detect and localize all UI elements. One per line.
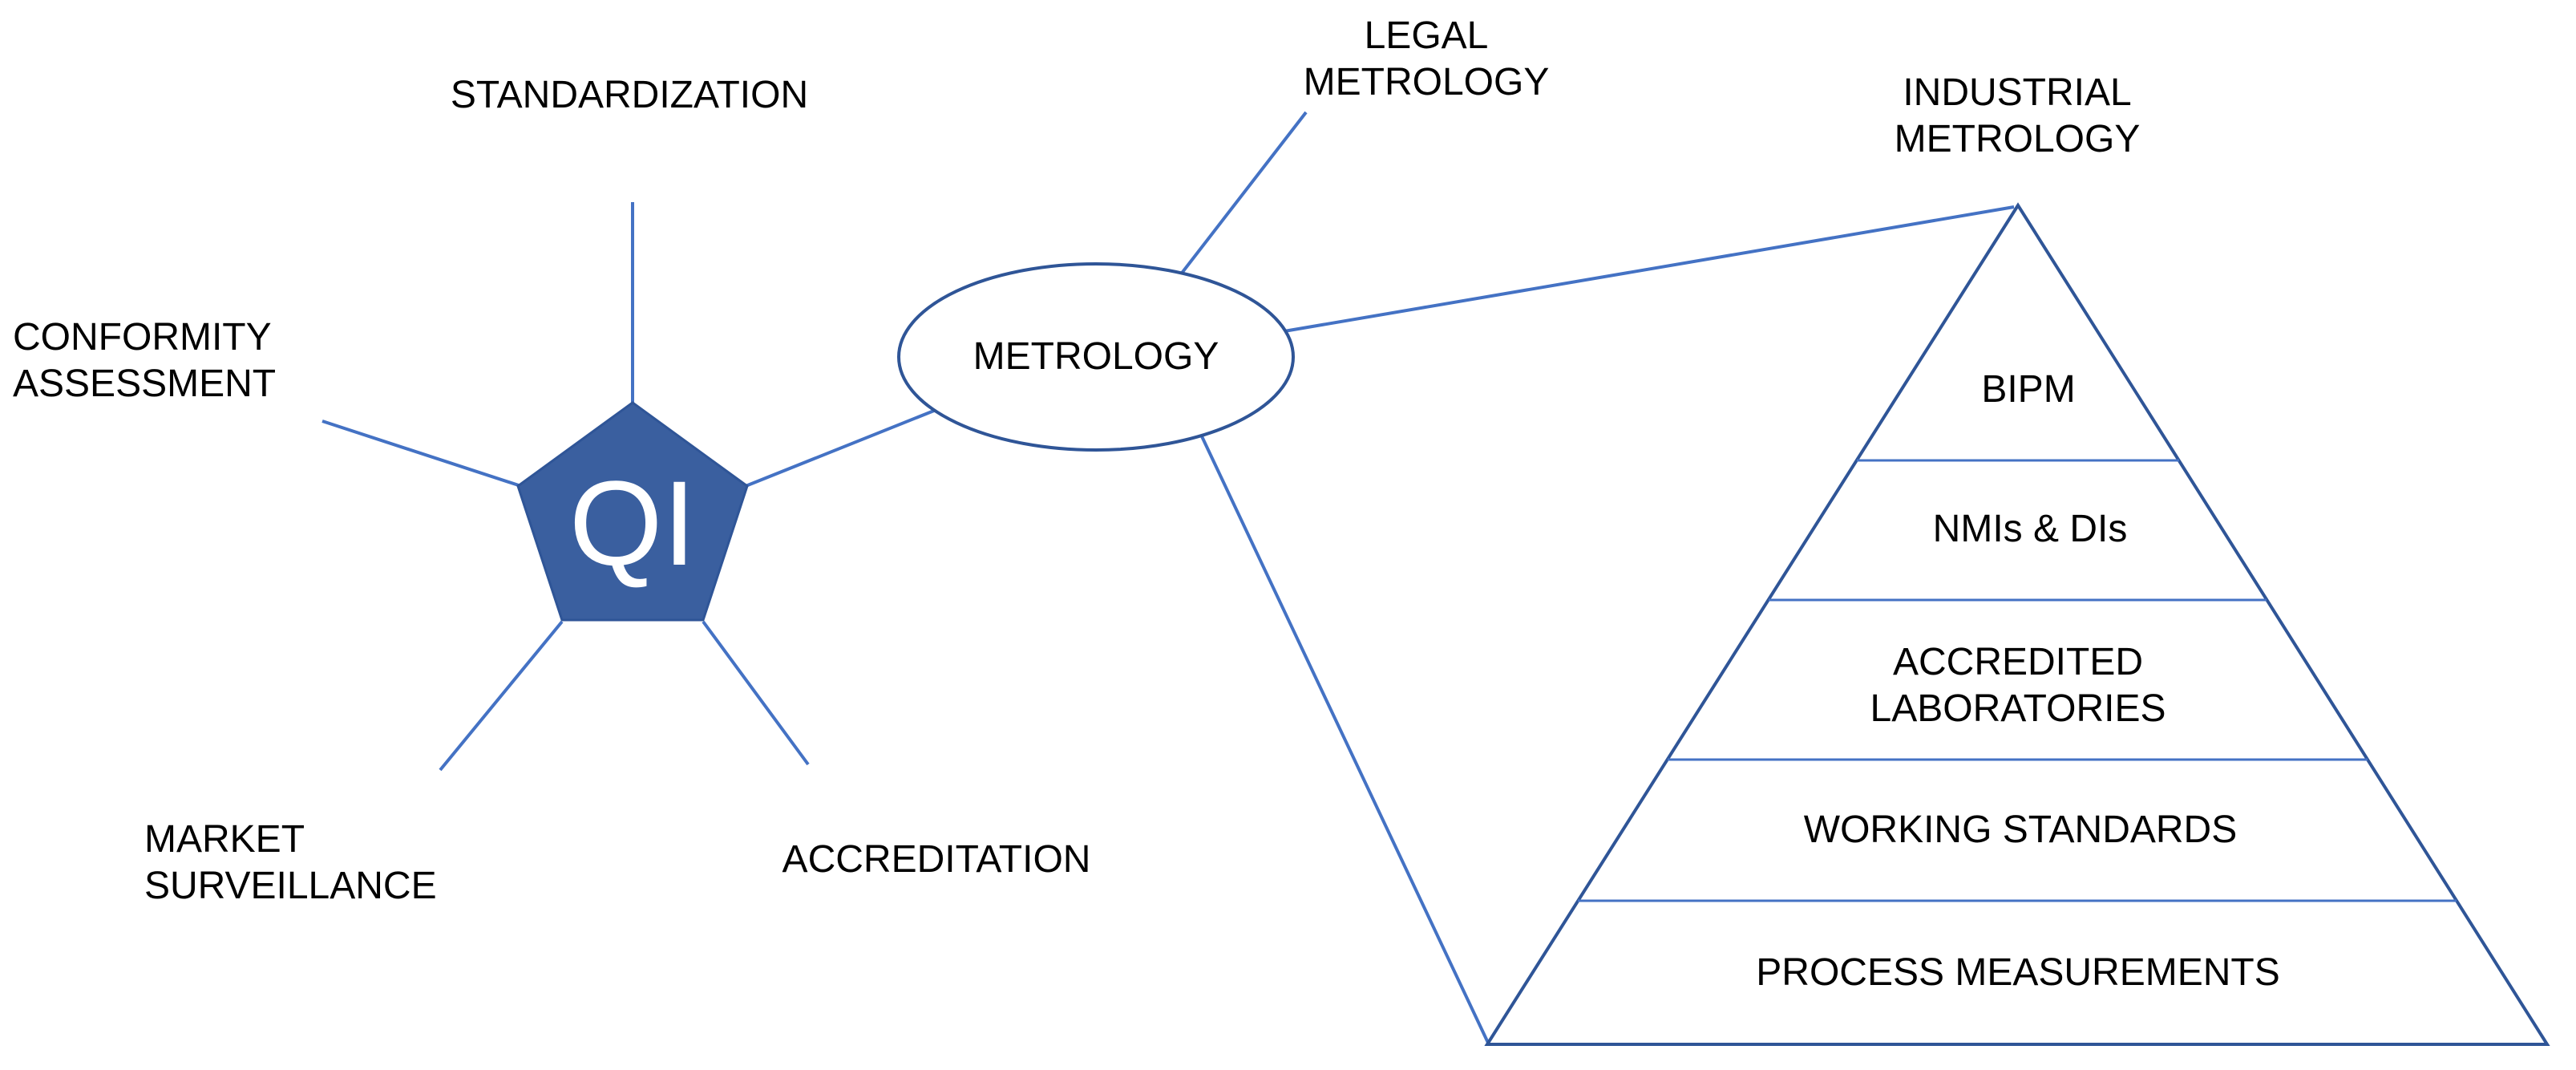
connector-market-surveillance (439, 620, 564, 772)
pyramid-level-process-measurements: PROCESS MEASUREMENTS (1756, 951, 2280, 994)
legal-metrology-label: LEGAL METROLOGY (1303, 14, 1550, 103)
industrial-metrology-label: INDUSTRIAL METROLOGY (1894, 71, 2141, 160)
conformity-assessment-label: CONFORMITY ASSESSMENT (13, 316, 277, 405)
metrology-ellipse (897, 262, 1295, 452)
connector-legal-metrology (1165, 111, 1308, 294)
connector-conformity-assessment (321, 419, 527, 489)
standardization-label: STANDARDIZATION (450, 74, 809, 116)
market-surveillance-label: MARKET SURVEILLANCE (144, 818, 437, 907)
connector-industrial-metrology-apex (1274, 205, 2015, 334)
pyramid-level-nmis-dis: NMIs & DIs (1932, 508, 2128, 550)
connector-pyramid-base (1193, 420, 1490, 1044)
pyramid-level-working-standards: WORKING STANDARDS (1803, 809, 2238, 851)
metrology-pyramid (1484, 202, 2550, 1046)
qi-label: QI (568, 456, 697, 590)
pyramid-level-accredited-laboratories: ACCREDITED LABORATORIES (1870, 641, 2166, 730)
accreditation-label: ACCREDITATION (782, 838, 1091, 881)
pyramid-level-bipm: BIPM (1981, 368, 2076, 411)
metrology-label: METROLOGY (973, 335, 1219, 378)
qi-pentagon (516, 401, 749, 622)
connector-accreditation (702, 620, 810, 766)
